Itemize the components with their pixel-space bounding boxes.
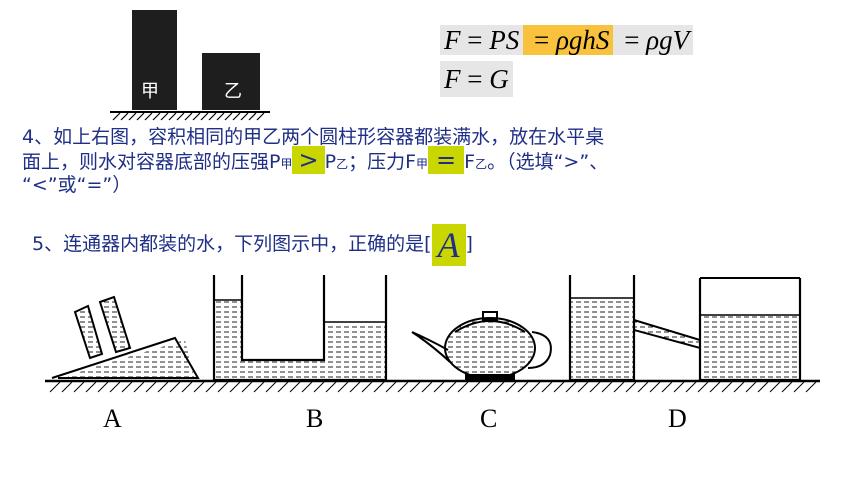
q4-line-1: 4、如上右图，容积相同的甲乙两个圆柱形容器都装满水，放在水平桌 [22, 126, 605, 148]
option-label-b: B [306, 404, 324, 433]
answer-q5: A [431, 223, 466, 266]
formula-line-1: F = PS = ρghS = ρgV [440, 22, 694, 58]
answer-force: = [428, 146, 465, 174]
answer-pressure: > [292, 146, 325, 174]
formula-f-ps: F = PS [440, 25, 524, 55]
formula-rhogv: = ρgV [613, 25, 694, 55]
label-jia: 甲 [141, 81, 159, 102]
q5-line: 5、连通器内都装的水，下列图示中，正确的是[A] [32, 223, 473, 266]
figure-a-tilted-vessel [51, 295, 200, 380]
formula-line-2: F = G [440, 61, 513, 97]
q4-line-2: 面上，则水对容器底部的压强P甲>P乙；压力F甲=F乙。（选填“>”、 [22, 146, 609, 174]
ground-hatch [49, 381, 817, 393]
figure-d-two-tanks [568, 275, 802, 382]
formula-rhoghs: = ρghS [523, 25, 614, 55]
figure-b-u-vessel [212, 275, 388, 382]
figure-options [45, 275, 820, 393]
container-jia [132, 10, 177, 110]
option-label-a: A [103, 404, 122, 433]
figure-c-teapot [411, 311, 552, 380]
q4-line-3: “<”或“=”） [22, 174, 132, 196]
ground-hatch [112, 112, 265, 121]
jia-yi-containers [110, 10, 270, 121]
container-yi [202, 53, 260, 110]
label-yi: 乙 [224, 81, 242, 102]
option-label-c: C [480, 404, 498, 433]
option-label-d: D [668, 404, 687, 433]
